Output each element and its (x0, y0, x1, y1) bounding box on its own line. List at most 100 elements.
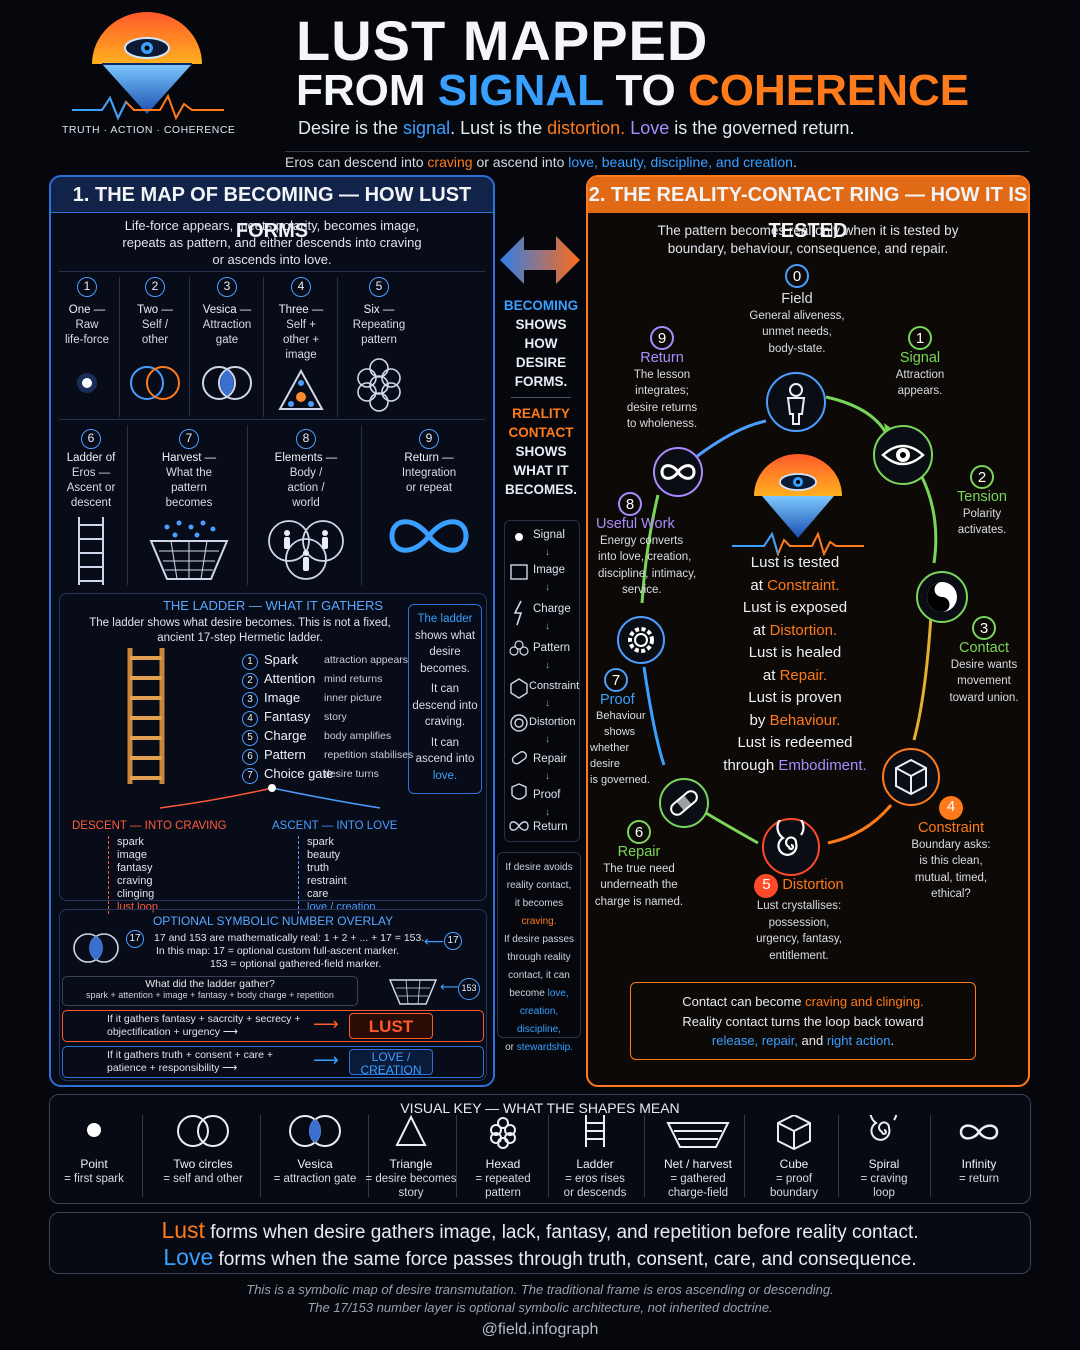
header-tagline: Desire is the signal. Lust is the distor… (298, 118, 855, 138)
flow-item: Charge (533, 603, 571, 615)
footer-handle[interactable]: @field.infograph (481, 1321, 599, 1338)
ring-node-field: 0 Field General aliveness,unmet needs,bo… (740, 264, 854, 357)
number-overlay-section: OPTIONAL SYMBOLIC NUMBER OVERLAY 17 17 a… (59, 909, 487, 1081)
flow-item: Image (533, 564, 565, 576)
key-point-icon (87, 1123, 101, 1137)
conclusion-panel: Lust forms when desire gathers image, la… (49, 1212, 1031, 1274)
panel2-title: 2. THE REALITY-CONTACT RING — HOW IT IS … (588, 177, 1028, 242)
flow-item: Return (533, 821, 568, 833)
stage-two: 2 Two —Self /other (121, 277, 189, 413)
page-subtitle: FROM SIGNAL TO COHERENCE (296, 66, 970, 115)
flow-item: Distortion (529, 716, 576, 728)
field-person-icon (766, 372, 826, 432)
love-path-box: If it gathers truth + consent + care +pa… (62, 1046, 484, 1078)
return-infinity-icon (653, 447, 703, 497)
map-of-becoming-panel: 1. THE MAP OF BECOMING — HOW LUST FORMS … (49, 175, 495, 1087)
key-item: Point= first spark (64, 1157, 124, 1185)
ascent-title: ASCENT — INTO LOVE (272, 820, 398, 832)
flow-item: Constraint (529, 680, 580, 692)
elements-icon (268, 520, 344, 580)
flow-item: Proof (533, 789, 561, 801)
ring-node-constraint: 4 Constraint Boundary asks:is this clean… (911, 796, 991, 900)
triangle-icon (278, 368, 324, 410)
net-harvest-icon (149, 520, 229, 580)
key-item: Two circles= self and other (163, 1157, 243, 1185)
key-item: Infinity= return (959, 1157, 999, 1185)
distortion-spiral-icon (762, 813, 820, 876)
flow-arrow: ↓ (545, 582, 550, 593)
footer-disclaimer-1: This is a symbolic map of desire transmu… (246, 1282, 834, 1297)
flow-arrow: ↓ (545, 621, 550, 632)
lust-path-box: If it gathers fantasy + sacrcity + secre… (62, 1010, 484, 1042)
center-emblem-icon (732, 454, 864, 556)
ladder-section: THE LADDER — WHAT IT GATHERS The ladder … (59, 593, 487, 914)
descent-title: DESCENT — INTO CRAVING (72, 820, 227, 832)
flow-arrow: ↓ (545, 734, 550, 745)
flow-arrow: ↓ (545, 807, 550, 818)
ladder-gather-box: What did the ladder gather? spark + atte… (62, 976, 358, 1006)
footer-disclaimer-2: The 17/153 number layer is optional symb… (307, 1300, 773, 1315)
hexad-icon (357, 358, 401, 412)
stage-eight: 8 Elements —Body /action /world (251, 429, 361, 586)
flow-arrow: ↓ (545, 547, 550, 558)
proof-gear-icon (617, 616, 665, 664)
stage-four: 4 Three —Self +other +image (265, 277, 337, 420)
flow-arrow: ↓ (545, 660, 550, 671)
visual-key-title: VISUAL KEY — WHAT THE SHAPES MEAN (400, 1100, 680, 1116)
badge-153: 153 (458, 978, 480, 1000)
flow-sequence: Signal↓Image↓Charge↓Pattern↓Constraint↓D… (504, 520, 580, 842)
two-circles-icon (130, 366, 180, 400)
ring-diagram (640, 395, 938, 845)
brand-tagline: TRUTH · ACTION · COHERENCE (62, 124, 236, 136)
vesica-small-icon (73, 933, 119, 963)
badge-17: 17 (126, 930, 144, 948)
point-icon (77, 373, 97, 393)
flow-arrow: ↓ (545, 698, 550, 709)
panel2-intro: The pattern becomes real only when it is… (657, 223, 959, 256)
vesica-icon (202, 366, 252, 400)
panel1-intro: Life-force appears, meets polarity, beco… (122, 218, 422, 267)
ladder-icon (78, 517, 104, 585)
flow-item: Repair (533, 753, 567, 765)
visual-key-panel: VISUAL KEY — WHAT THE SHAPES MEAN Point=… (49, 1094, 1031, 1204)
reality-contact-box: Contact can become craving and clinging.… (630, 982, 976, 1060)
repair-bandage-icon (659, 778, 709, 828)
flow-arrow: ↓ (545, 771, 550, 782)
brand-logo (62, 6, 232, 126)
